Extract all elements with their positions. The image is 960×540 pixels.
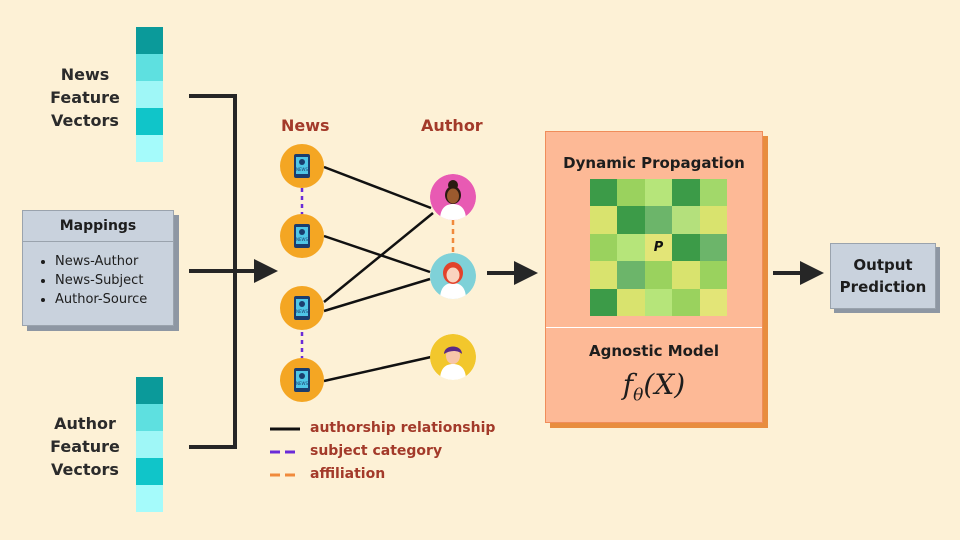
author-feature-vectors-label: Author Feature Vectors [50,414,120,479]
news-feature-vector [136,27,163,162]
vector-cell [136,135,163,162]
matrix-cell [617,179,645,207]
matrix-cell [617,206,645,234]
matrix-cell [644,179,673,207]
author-avatar [430,174,476,220]
news-feature-vectors-label: News Feature Vectors [50,65,120,130]
mapping-item: Author-Source [55,290,173,309]
matrix-cell [590,288,618,316]
mappings-title: Mappings [23,211,173,242]
legend-authorship-label: authorship relationship [310,420,496,436]
dynamic-propagation-title: Dynamic Propagation [563,154,745,172]
author-avatar [430,253,476,299]
model-box: Dynamic Propagation P Agnostic Model fθ(… [545,131,763,423]
matrix-cell [672,288,700,316]
news-node: NEWS [280,214,324,258]
matrix-cell [672,233,700,262]
svg-text:NEWS: NEWS [296,167,308,172]
propagation-matrix: P [590,179,727,316]
matrix-cell [699,233,727,262]
matrix-cell [672,206,700,234]
mapping-item: News-Author [55,252,173,271]
vector-cell [136,27,163,54]
authorship-edge [323,212,434,303]
phone-news-icon: NEWS [294,224,310,248]
svg-text:NEWS: NEWS [296,381,308,386]
authorship-edge [323,355,432,383]
phone-news-icon: NEWS [294,368,310,392]
author-heading: Author [421,116,483,135]
matrix-cell [699,288,727,316]
phone-news-icon: NEWS [294,154,310,178]
svg-text:NEWS: NEWS [296,237,308,242]
matrix-cell [617,261,645,289]
matrix-cell [672,261,700,289]
matrix-cell [617,288,645,316]
matrix-cell [699,206,727,234]
matrix-cell [590,206,618,234]
agnostic-model-title: Agnostic Model [589,342,719,360]
authorship-edge [323,234,431,274]
news-node: NEWS [280,144,324,188]
matrix-cell [644,288,673,316]
matrix-label: P [644,233,673,262]
matrix-cell [699,261,727,289]
authorship-edge [323,165,432,210]
author-avatar [430,334,476,380]
author-feature-vector [136,377,163,512]
vector-cell [136,431,163,458]
news-node: NEWS [280,286,324,330]
vector-cell [136,404,163,431]
output-prediction-box: Output Prediction [830,243,936,309]
matrix-cell [644,206,673,234]
matrix-cell [590,261,618,289]
matrix-cell [590,233,618,262]
svg-text:NEWS: NEWS [296,309,308,314]
news-node: NEWS [280,358,324,402]
mapping-item: News-Subject [55,271,173,290]
woman-avatar-icon [430,253,476,299]
mappings-list: News-Author News-Subject Author-Source [23,252,173,309]
matrix-cell [644,261,673,289]
legend-affiliation-label: affiliation [310,466,386,482]
matrix-cell [699,179,727,207]
vector-cell [136,485,163,512]
matrix-cell [617,233,645,262]
vector-cell [136,54,163,81]
vector-cell [136,377,163,404]
man-avatar-icon [430,334,476,380]
mappings-box: Mappings News-Author News-Subject Author… [22,210,174,326]
news-heading: News [281,116,330,135]
matrix-cell [672,179,700,207]
woman-avatar-icon [430,174,476,220]
model-divider [546,327,762,328]
vector-cell [136,458,163,485]
legend-subject-label: subject category [310,443,443,459]
model-formula: fθ(X) [622,368,686,406]
matrix-cell [590,179,618,207]
vector-cell [136,81,163,108]
phone-news-icon: NEWS [294,296,310,320]
authorship-edge [323,277,431,313]
vector-cell [136,108,163,135]
